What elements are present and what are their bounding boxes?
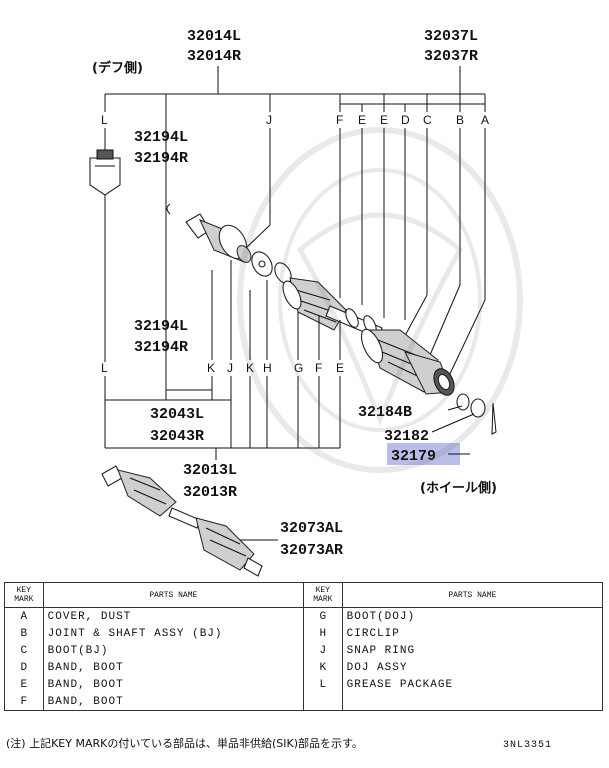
pn-32194-l-b: 32194L [134, 318, 188, 335]
key-letter: H [263, 361, 272, 375]
key-mark-cell [302, 693, 343, 711]
key-mark-header: KEY MARK [302, 582, 343, 608]
key-mark-cell: F [4, 693, 44, 711]
assembled-drive-shaft-part [101, 465, 263, 577]
pn-32037-l: 32037L [424, 28, 478, 45]
part-name-cell: GREASE PACKAGE [341, 676, 604, 693]
part-name-cell: CIRCLIP [341, 625, 604, 642]
top-key-letters: L J F E E D C B A [101, 113, 489, 127]
key-mark-cell: K [302, 659, 343, 676]
key-mark-header: KEY MARK [4, 582, 44, 608]
key-letter: F [315, 361, 322, 375]
lower-bracket [104, 260, 341, 460]
key-letter: L [101, 113, 108, 127]
parts-name-header: PARTS NAME [42, 582, 304, 608]
key-mark-cell: L [302, 676, 343, 693]
mid-key-letters: L K J K H G F E [101, 361, 344, 375]
part-name-cell [341, 693, 604, 711]
pn-32194-r-a: 32194R [134, 150, 188, 167]
part-name-cell: SNAP RING [341, 642, 604, 659]
key-mark-cell: B [4, 625, 44, 642]
circlip-small-part [166, 203, 171, 215]
wheel-side-label: (ホイール側) [420, 480, 497, 496]
pn-32013-r: 32013R [183, 484, 237, 501]
parts-diagram: 32014L 32014R 32037L 32037R (デフ側) L J F … [89, 28, 523, 577]
pn-32073-al: 32073AL [280, 520, 343, 537]
key-letter: J [266, 113, 272, 127]
watermark-emblem [237, 127, 523, 473]
parts-legend-table: KEY MARK PARTS NAME KEY MARK PARTS NAME … [4, 582, 604, 711]
pn-32043-r: 32043R [150, 428, 204, 445]
key-mark-cell: J [302, 642, 343, 659]
key-letter: K [207, 361, 215, 375]
key-letter: J [227, 361, 233, 375]
pn-32014-r: 32014R [187, 48, 241, 65]
key-letter: E [336, 361, 344, 375]
document-id: 3NL3351 [503, 740, 553, 751]
diff-side-label: (デフ側) [92, 60, 143, 76]
pn-32043-l: 32043L [150, 406, 204, 423]
key-letter: C [423, 113, 432, 127]
pn-32184b: 32184B [358, 404, 412, 421]
key-letter: L [101, 361, 108, 375]
pn-32014-l: 32014L [187, 28, 241, 45]
key-mark-cell: D [4, 659, 44, 676]
grease-package-part [89, 149, 121, 196]
key-mark-cell: H [302, 625, 343, 642]
pn-32179[interactable]: 32179 [391, 448, 436, 465]
pn-32194-r-b: 32194R [134, 339, 188, 356]
doj-assy-part [185, 213, 252, 263]
hub-hardware [431, 393, 497, 435]
part-name-cell: JOINT & SHAFT ASSY (BJ) [42, 625, 304, 642]
key-mark-cell: A [4, 607, 44, 625]
key-mark-cell: E [4, 676, 44, 693]
key-letter: B [456, 113, 464, 127]
part-name-cell: BAND, BOOT [42, 676, 304, 693]
key-letter: K [246, 361, 254, 375]
part-name-cell: BOOT(BJ) [42, 642, 304, 659]
key-letter: D [401, 113, 410, 127]
part-name-cell: COVER, DUST [42, 607, 304, 625]
key-letter: E [380, 113, 388, 127]
part-name-cell: BAND, BOOT [42, 659, 304, 676]
parts-name-header: PARTS NAME [341, 582, 604, 608]
part-name-cell: BOOT(DOJ) [341, 607, 604, 625]
footnote: (注) 上記KEY MARKの付いている部品は、単品非供給(SIK)部品を示す。 [6, 737, 363, 750]
pn-32194-l-a: 32194L [134, 129, 188, 146]
key-mark-cell: G [302, 607, 343, 625]
pn-32037-r: 32037R [424, 48, 478, 65]
key-letter: F [336, 113, 343, 127]
pn-32013-l: 32013L [183, 462, 237, 479]
key-letter: A [481, 113, 489, 127]
highlight-32179 [387, 443, 460, 465]
top-bracket [104, 66, 486, 400]
outer-joint-part [404, 351, 455, 396]
part-name-cell: BAND, BOOT [42, 693, 304, 711]
key-letter: E [358, 113, 366, 127]
key-mark-cell: C [4, 642, 44, 659]
key-letter: G [294, 361, 303, 375]
part-name-cell: DOJ ASSY [341, 659, 604, 676]
pn-32182: 32182 [384, 428, 429, 445]
pn-32073-ar: 32073AR [280, 542, 343, 559]
